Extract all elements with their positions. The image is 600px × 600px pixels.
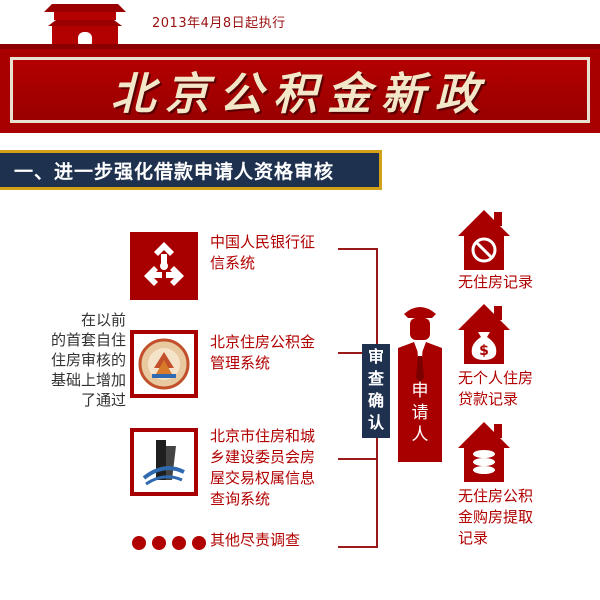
record-no-withdrawal: 无住房公积 金购房提取 记录 [458,486,578,549]
source-line: 中国人民银行征 [210,233,316,251]
source-line: 乡建设委员会房 [210,448,316,466]
source-line: 查询系统 [210,490,271,508]
note-line: 在以前 [80,311,126,329]
note-line: 的首套自住 [50,331,126,349]
dot-icon [152,535,166,550]
construction-commission-logo-icon [142,440,185,486]
bracket-arm [338,546,378,548]
applicant-char: 请 [411,403,429,423]
record-no-loan: 无个人住房 贷款记录 [458,368,578,410]
record-line: 金购房提取 [458,508,534,526]
effective-date: 2013年4月8日起执行 [152,16,286,31]
dot-icon [192,535,206,550]
section-heading: 一、进一步强化借款申请人资格审核 [0,150,382,190]
applicant-figure-icon [398,307,442,462]
banner-frame: 北京公积金新政 [10,57,590,123]
review-char: 审 [367,347,384,366]
record-line: 贷款记录 [458,390,519,408]
pboc-logo-icon [144,242,184,286]
record-line: 无个人住房 [458,369,534,387]
source-line: 其他尽责调查 [210,531,301,549]
source-housing-fund: 北京住房公积金 管理系统 [210,332,370,374]
construction-commission-logo-bg [134,432,194,492]
note-line: 基础上增加 [50,371,126,389]
source-other-diligence: 其他尽责调查 [210,530,370,551]
record-line: 无住房公积 [458,487,534,505]
record-line: 无住房记录 [458,273,534,291]
page-title: 北京公积金新政 [111,69,489,120]
source-line: 信系统 [210,254,256,272]
no-house-icon [458,210,510,270]
review-char: 查 [367,369,384,388]
housing-fund-logo-bg [134,334,194,394]
top-band [0,44,600,49]
source-line: 北京住房公积金 [210,333,316,351]
note-line: 了通过 [80,391,126,409]
tiananmen-gate-icon [44,4,126,48]
title-banner: 北京公积金新政 [0,49,600,133]
dot-icon [132,535,146,550]
previous-review-note: 在以前 的首套自住 住房审核的 基础上增加 了通过 [30,310,126,410]
source-line: 北京市住房和城 [210,427,316,445]
bracket-arm [338,458,378,460]
note-line: 住房审核的 [50,351,126,369]
applicant-char: 人 [411,425,429,445]
record-no-house: 无住房记录 [458,272,578,293]
ellipsis-dots [132,532,212,551]
svg-text:$: $ [479,343,489,359]
source-line: 管理系统 [210,354,271,372]
source-property-registry: 北京市住房和城 乡建设委员会房 屋交易权属信息 查询系统 [210,426,370,510]
applicant-char: 申 [411,381,429,401]
coins-house-icon [458,422,510,482]
bracket-arm [338,352,378,354]
review-confirm-label: 审 查 确 认 [362,344,390,438]
housing-fund-logo-icon [138,338,190,390]
pboc-logo-tile [130,232,198,300]
review-char: 认 [367,413,384,432]
record-line: 记录 [458,529,489,547]
applicant-label: 申 请 人 [408,380,432,446]
source-line: 屋交易权属信息 [210,469,316,487]
bracket-arm [338,248,378,250]
dot-icon [172,535,186,550]
money-bag-house-icon: $ [458,304,510,364]
source-pboc-credit: 中国人民银行征 信系统 [210,232,370,274]
review-char: 确 [367,391,384,410]
